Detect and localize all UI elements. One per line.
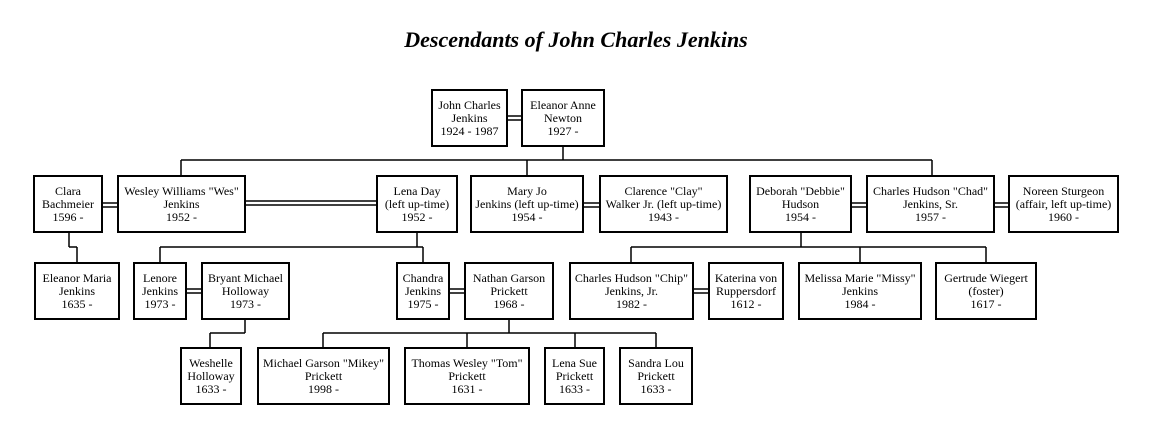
person-box-gertrude-wiegert: Gertrude Wiegert(foster)1617 - <box>935 262 1037 320</box>
diagram-title: Descendants of John Charles Jenkins <box>404 27 748 52</box>
person-box-noreen-sturgeon: Noreen Sturgeon(affair, left up-time)196… <box>1008 175 1119 233</box>
person-box-charles-hudson-jenkins-sr: Charles Hudson "Chad"Jenkins, Sr.1957 - <box>866 175 995 233</box>
person-box-clarence-walker: Clarence "Clay"Walker Jr. (left up-time)… <box>599 175 728 233</box>
person-box-charles-hudson-jenkins-jr: Charles Hudson "Chip"Jenkins, Jr.1982 - <box>569 262 694 320</box>
person-box-lena-day: Lena Day(left up-time)1952 - <box>376 175 458 233</box>
